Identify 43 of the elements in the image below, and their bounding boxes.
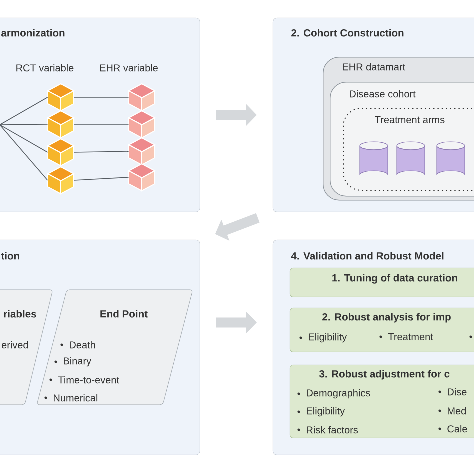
connector-line [74, 97, 130, 98]
cylinder-icon [396, 142, 426, 176]
column-label: RCT variable [16, 64, 74, 72]
connector-line [0, 124, 48, 153]
list-item: Eligibility [307, 407, 346, 417]
connector-line [74, 151, 130, 153]
box-title: 3. Robust adjustment for c [319, 370, 450, 380]
curation-box [290, 268, 474, 298]
analysis-box [290, 308, 474, 352]
list-item: erived [2, 341, 28, 349]
heading: End Point [100, 310, 148, 318]
connector-line [0, 124, 48, 181]
column-label: EHR variable [100, 64, 158, 72]
box-title: 1. Tuning of data curation [332, 274, 458, 284]
box-title: Disease cohort [350, 90, 416, 98]
list-item: Risk factors [307, 426, 358, 434]
box-title: Treatment arms [375, 116, 445, 124]
box-title: EHR datamart [343, 63, 406, 71]
list-item: Dise [448, 388, 467, 396]
list-item: Cale [448, 425, 468, 433]
list-item: Death [70, 341, 96, 349]
panel-title: 2. Cohort Construction [292, 29, 404, 37]
list-item: Demographics [307, 389, 370, 399]
cylinder-icon [436, 142, 466, 176]
list-item: Time-to-event [58, 376, 120, 384]
panel-title: 4. Validation and Robust Model [291, 252, 444, 260]
connector-line [0, 124, 48, 126]
list-item: Eligibility [309, 333, 348, 343]
panel-title: armonization [2, 29, 65, 37]
cylinder-icon [360, 142, 388, 176]
connector-line [0, 97, 48, 126]
panel-title: tion [1, 252, 20, 260]
list-item: Treatment [388, 334, 434, 340]
list-item: Binary [64, 357, 92, 367]
dotted-boundary [343, 108, 474, 191]
adjustment-box [290, 365, 474, 438]
list-item: Numerical [54, 394, 98, 402]
box-title: 2. Robust analysis for imp [322, 313, 451, 323]
connector-line [74, 124, 130, 125]
parallelogram [37, 290, 193, 406]
list-item: Med [448, 407, 466, 415]
parallelogram [0, 290, 53, 406]
heading: riables [4, 310, 36, 318]
